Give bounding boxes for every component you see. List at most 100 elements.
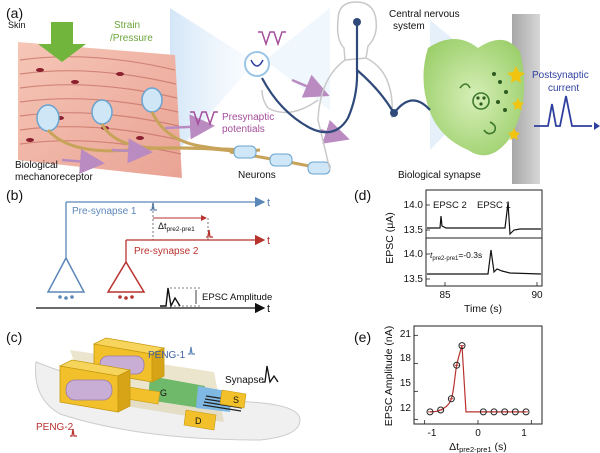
pre1-neuron <box>46 256 86 293</box>
panel-e-ytick-12: 12 <box>400 403 412 414</box>
panel-d-ytick-bottom-1: 14.0 <box>404 249 424 260</box>
panel-d-xtick-90: 90 <box>531 290 543 301</box>
bio-mech-label-2: mechanoreceptor <box>15 172 93 183</box>
pre2-vesicles <box>118 295 134 300</box>
panel-d-ylabel: EPSC (μA) <box>384 212 396 264</box>
cns-label-2: system <box>393 21 425 32</box>
presyn-waveform <box>190 111 218 127</box>
axon-to-synapse <box>394 99 431 113</box>
panel-d-dt-label: tpre2-pre1=-0.3s <box>430 250 482 262</box>
neuron-node-2 <box>269 153 293 167</box>
strain-label-2: /Pressure <box>110 33 153 44</box>
epsc-plot-bottom-frame <box>425 237 543 287</box>
panel-b: (b) t Pre-synapse 1 Δtpre2-pre1 t Pre-sy… <box>6 187 272 315</box>
zoom-circle <box>244 51 270 77</box>
panel-e-label: (e) <box>354 329 371 345</box>
panel-e-xtick-0: 0 <box>475 428 481 439</box>
panel-e-xtick-neg1: -1 <box>428 428 437 439</box>
mechanoreceptor-1 <box>36 104 60 132</box>
strain-arrow <box>38 22 86 62</box>
peng2-label: PENG-2 <box>36 422 74 433</box>
panel-e-ylabel: EPSC Amplitude (nA) <box>383 326 395 426</box>
panel-d-xlabel: Time (s) <box>464 303 502 315</box>
epsc-t-label: t <box>267 303 270 315</box>
strain-label-1: Strain <box>114 20 140 31</box>
data-point <box>479 408 487 416</box>
peng1-spike <box>188 346 195 355</box>
mechanoreceptor-2 <box>91 99 113 125</box>
panel-d: (d) 14.0 13.5 14.0 13.5 85 90 Time (s) E… <box>354 187 543 315</box>
peng-2-device <box>58 359 132 413</box>
presyn-label-1: Presynaptic <box>222 112 274 123</box>
panel-d-ytick-top-1: 14.0 <box>404 200 424 211</box>
panel-d-ytick-top-2: 13.5 <box>404 225 424 236</box>
synapse-label: Synapse <box>225 375 264 386</box>
postsyn-label-1: Postsynaptic <box>532 70 589 81</box>
data-point <box>447 395 455 403</box>
cns-label-1: Central nervous <box>389 9 460 20</box>
gate-label: G <box>160 388 167 398</box>
panel-b-label: (b) <box>6 187 23 203</box>
panel-e-ytick-15: 15 <box>400 378 412 389</box>
panel-a: (a) <box>6 1 600 184</box>
data-point <box>453 361 461 369</box>
nervous-pathway <box>261 22 393 134</box>
postsyn-waveform <box>534 95 592 127</box>
pre2-t-label: t <box>267 235 270 247</box>
presyn-label-2: potentials <box>222 124 265 135</box>
epsc-trace-top <box>427 202 541 236</box>
panel-e-frame <box>413 325 543 425</box>
panel-e-plot <box>426 342 530 416</box>
panel-c-label: (c) <box>6 329 22 345</box>
neurons-label: Neurons <box>238 170 276 181</box>
panel-a-label: (a) <box>6 5 23 21</box>
epsc-waveform <box>160 287 181 309</box>
data-point <box>458 342 466 350</box>
drain-label: D <box>195 416 202 426</box>
light-ray-right <box>265 8 330 110</box>
synapse-vesicles <box>459 72 508 135</box>
postsyn-arrowhead <box>594 122 600 130</box>
pre1-label: Pre-synapse 1 <box>72 206 137 217</box>
panel-e-xtick-1: 1 <box>521 428 527 439</box>
epsc-trace-bottom <box>427 249 542 275</box>
pre1-vesicles <box>58 295 74 300</box>
dt-label: Δtpre2-pre1 <box>158 221 195 233</box>
channel-green <box>148 376 205 408</box>
data-point <box>426 408 434 416</box>
panel-e-ticks <box>414 334 532 424</box>
pre2-neuron <box>106 260 146 293</box>
brain-node <box>353 18 361 26</box>
data-point <box>511 408 519 416</box>
peng1-label: PENG-1 <box>148 350 186 361</box>
panel-d-ytick-bottom-2: 13.5 <box>404 274 424 285</box>
bio-synapse-label: Biological synapse <box>398 170 481 181</box>
neurotransmitter-sparks <box>507 66 525 140</box>
neuron-node-3 <box>307 161 331 175</box>
drain-electrode <box>183 409 217 431</box>
pre1-t-label: t <box>267 197 270 209</box>
series-line-left <box>429 345 484 413</box>
panel-d-ticks <box>426 204 538 286</box>
data-point <box>437 406 445 414</box>
postsyn-label-2: current <box>548 83 579 94</box>
bio-mech-label-1: Biological <box>15 160 58 171</box>
panel-e-ytick-21: 21 <box>400 329 412 340</box>
pre2-spike <box>206 229 213 238</box>
source-electrode <box>219 389 247 409</box>
neuron-node-1 <box>233 145 257 159</box>
pre2-label: Pre-synapse 2 <box>134 246 199 257</box>
pre1-spike <box>150 202 157 211</box>
epsc1-label: EPSC 1 <box>477 200 511 211</box>
panel-e-ytick-18: 18 <box>400 353 412 364</box>
panel-d-label: (d) <box>354 187 371 203</box>
peng2-spike <box>70 428 77 437</box>
zoom-signal <box>250 59 264 67</box>
head-outline <box>336 1 378 61</box>
source-label: S <box>233 395 239 405</box>
skin-label: Skin <box>8 20 26 30</box>
panel-d-xtick-85: 85 <box>439 290 451 301</box>
light-ray-left <box>170 8 255 160</box>
panel-e-xlabel: Δtpre2-pre1 (s) <box>449 441 507 453</box>
